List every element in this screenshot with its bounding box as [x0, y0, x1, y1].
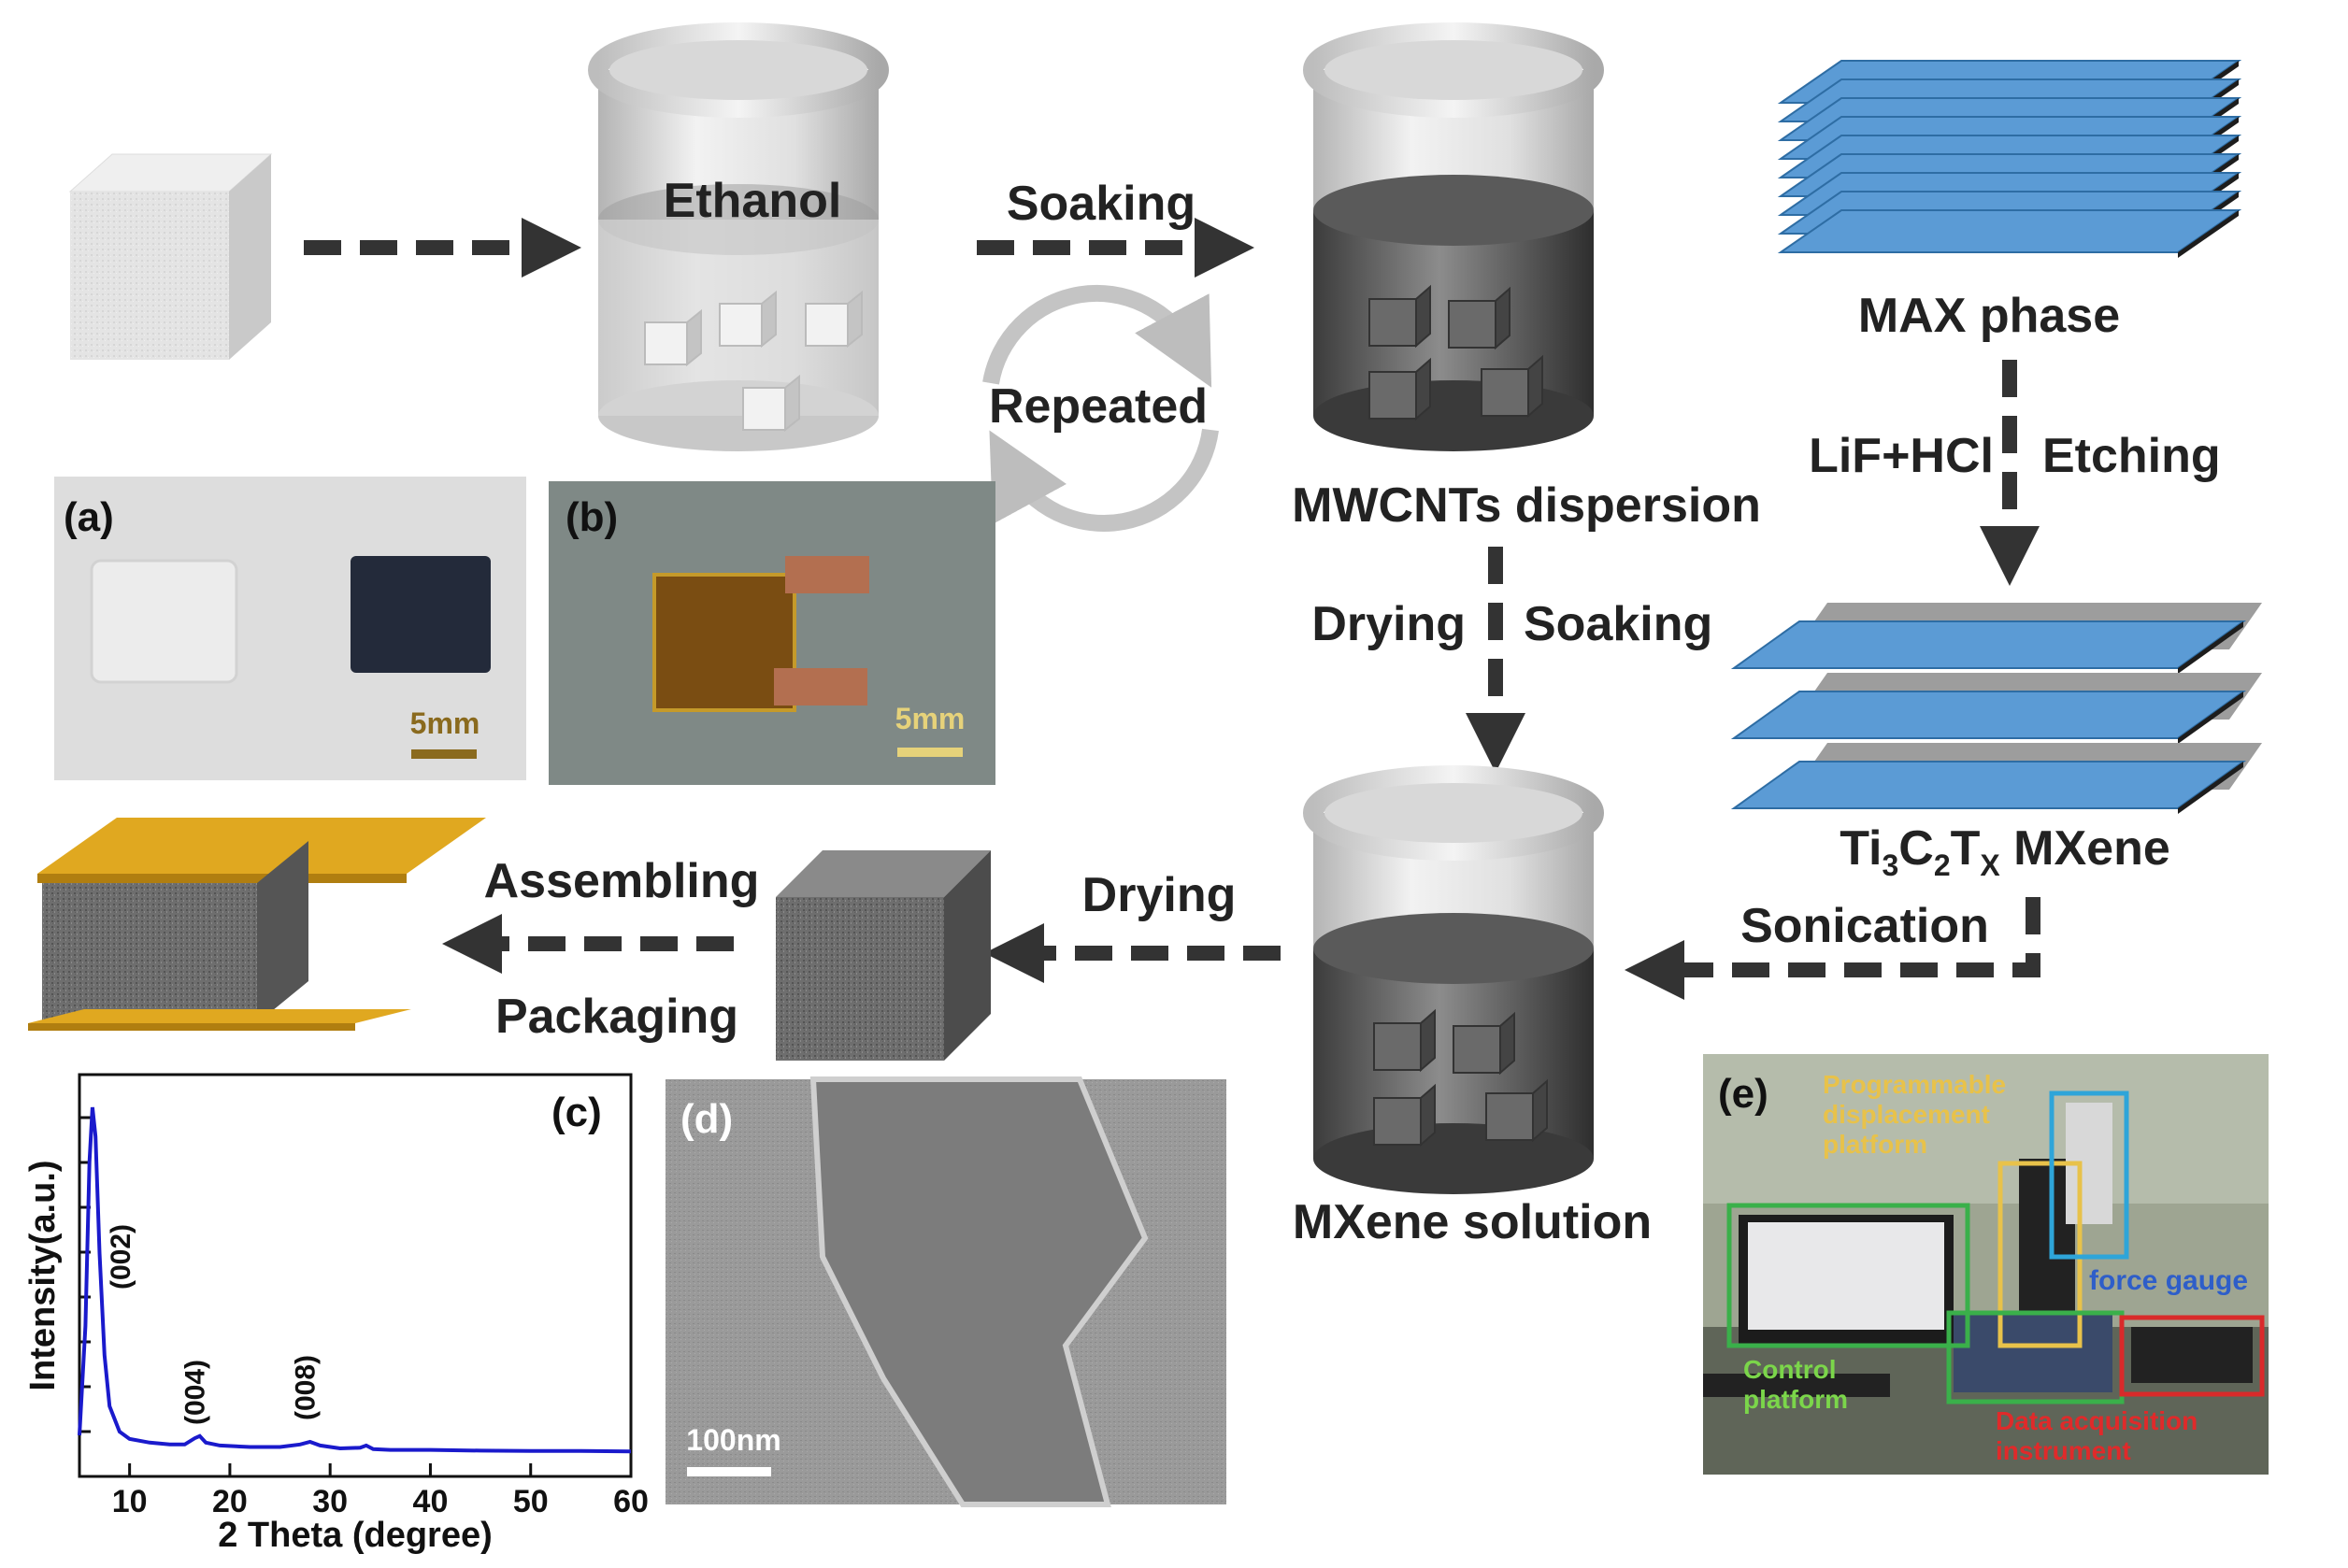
soaking-label-mid: Soaking	[1524, 597, 1712, 651]
panel-e-tag: (e)	[1718, 1071, 1768, 1117]
panel-d-scale: 100nm	[686, 1423, 780, 1457]
sonication-label: Sonication	[1740, 899, 1989, 953]
lif-hcl-label: LiF+HCl	[1809, 429, 1994, 483]
panel-a-scale: 5mm	[410, 706, 480, 740]
panel-b-scale: 5mm	[895, 702, 966, 735]
panel-c-chart: 10 20 30 40 50 60 (002) (004) (008)	[78, 1073, 649, 1519]
panel-b-tag: (b)	[566, 494, 618, 540]
peak-annotation: (002)	[106, 1224, 136, 1290]
max-layer	[1777, 209, 2242, 253]
arrow-sonication	[1625, 897, 2040, 1000]
mwcnts-beaker	[1303, 22, 1604, 451]
daq-label: Data acquisition instrument	[1996, 1406, 2198, 1465]
x-tick-label: 10	[112, 1484, 148, 1519]
x-tick-label: 60	[613, 1484, 649, 1519]
svg-text:instrument: instrument	[1996, 1436, 2131, 1465]
control-label: Control platform	[1743, 1355, 1848, 1414]
max-phase-label: MAX phase	[1858, 289, 2120, 343]
white-cube-pieces	[644, 290, 863, 433]
ethanol-label: Ethanol	[664, 174, 842, 228]
peak-annotation: (008)	[291, 1355, 322, 1420]
chart-frame	[78, 1073, 633, 1478]
box-force-gauge	[2049, 1090, 2129, 1260]
x-tick-label: 20	[212, 1484, 248, 1519]
force-gauge-label: force gauge	[2089, 1265, 2248, 1296]
panel-d-tag: (d)	[680, 1096, 733, 1142]
mxene-blue-layer	[1730, 691, 2247, 739]
x-tick-label: 30	[312, 1484, 348, 1519]
x-tick-label: 50	[513, 1484, 549, 1519]
max-phase-layers	[1777, 60, 2242, 258]
box-control	[1726, 1203, 1970, 1348]
box-daq	[2119, 1315, 2265, 1397]
panel-b-photo	[549, 481, 995, 785]
dark-cube-pieces	[1368, 284, 1543, 421]
mxene-layer-edge	[2178, 621, 2243, 674]
panel-d-tem	[666, 1076, 1226, 1507]
etching-label: Etching	[2042, 429, 2221, 483]
chart-ylabel: Intensity(a.u.)	[23, 1160, 63, 1390]
soaking-label-top: Soaking	[1007, 177, 1195, 231]
drying-label-mid: Drying	[1311, 597, 1466, 651]
drying-label-bottom: Drying	[1082, 868, 1237, 922]
repeat-cycle-arrows	[982, 284, 1219, 532]
svg-text:Programmable: Programmable	[1823, 1070, 2006, 1099]
svg-text:Data acquisition: Data acquisition	[1996, 1406, 2198, 1435]
sponge-cube-white	[68, 153, 273, 360]
mxene-layer-edge	[2178, 762, 2243, 814]
mxene-layer-edge	[2178, 691, 2243, 744]
mxene-solution-beaker	[1303, 765, 1604, 1194]
svg-text:platform: platform	[1743, 1385, 1848, 1414]
panel-e-photo	[1703, 1054, 2269, 1475]
svg-text:displacement: displacement	[1823, 1100, 1990, 1129]
packaged-sensor	[28, 818, 486, 1031]
mxene-layers	[1730, 603, 2262, 814]
peak-annotation: (004)	[180, 1360, 211, 1425]
mxene-blue-layer	[1730, 620, 2247, 669]
chart-xlabel: 2 Theta (degree)	[218, 1516, 493, 1555]
mwcnts-label: MWCNTs dispersion	[1292, 478, 1761, 533]
repeated-label: Repeated	[989, 379, 1208, 434]
x-tick-label: 40	[413, 1484, 449, 1519]
packaging-label: Packaging	[495, 990, 738, 1044]
max-layer-edge	[2178, 210, 2239, 258]
svg-text:Control: Control	[1743, 1355, 1837, 1384]
programmable-label: Programmable displacement platform	[1823, 1070, 2006, 1159]
assembling-label: Assembling	[484, 854, 760, 908]
mxene-solution-label: MXene solution	[1293, 1195, 1652, 1249]
xrd-series-line	[78, 1106, 632, 1454]
ethanol-beaker	[588, 22, 889, 451]
mxene-blue-layer	[1730, 761, 2247, 809]
panel-a-photo	[54, 477, 526, 780]
sponge-cube-dark	[776, 850, 991, 1061]
svg-text:platform: platform	[1823, 1130, 1927, 1159]
panel-c-tag: (c)	[551, 1090, 602, 1135]
panel-a-tag: (a)	[64, 494, 114, 540]
ti3c2tx-label: Ti3C2TX MXene	[1840, 821, 2170, 882]
mxene-cube-pieces	[1373, 1008, 1548, 1147]
